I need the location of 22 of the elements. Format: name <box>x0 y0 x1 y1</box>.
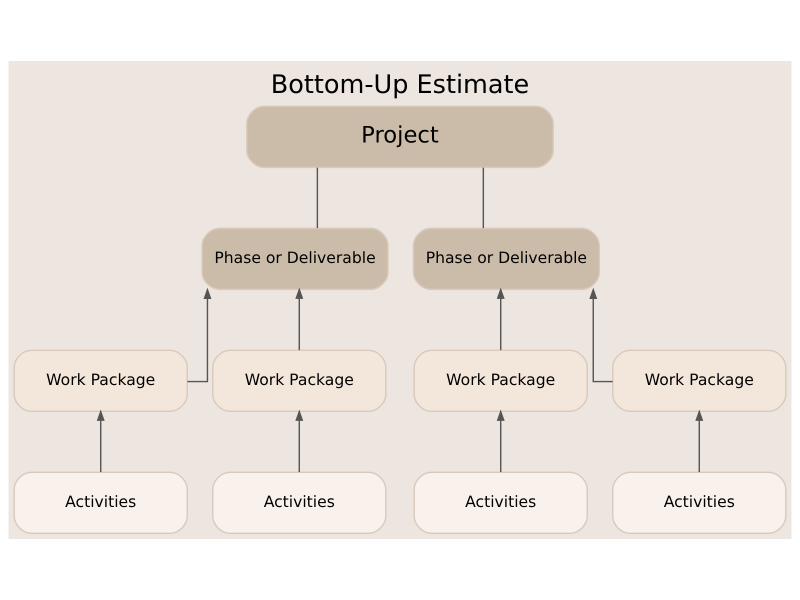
node-box: Work Package <box>212 350 387 412</box>
node-box: Activities <box>13 472 188 534</box>
node-box: Work Package <box>413 350 588 412</box>
arrow <box>295 288 304 350</box>
arrow <box>496 409 505 472</box>
arrow <box>695 409 704 472</box>
arrow <box>589 288 613 382</box>
connector <box>482 168 484 228</box>
node-box: Work Package <box>612 350 787 412</box>
node-box: Activities <box>212 472 387 534</box>
arrow <box>96 409 105 472</box>
arrow <box>295 409 304 472</box>
node-box: Phase or Deliverable <box>412 228 600 290</box>
node-box: Work Package <box>13 350 188 412</box>
node-box: Activities <box>612 472 787 534</box>
connector <box>316 168 318 228</box>
diagram-title: Bottom-Up Estimate <box>270 70 530 100</box>
arrow <box>187 288 212 382</box>
node-box: Phase or Deliverable <box>201 228 389 290</box>
arrow <box>496 288 505 350</box>
node-box: Activities <box>413 472 588 534</box>
node-box: Project <box>246 106 554 168</box>
